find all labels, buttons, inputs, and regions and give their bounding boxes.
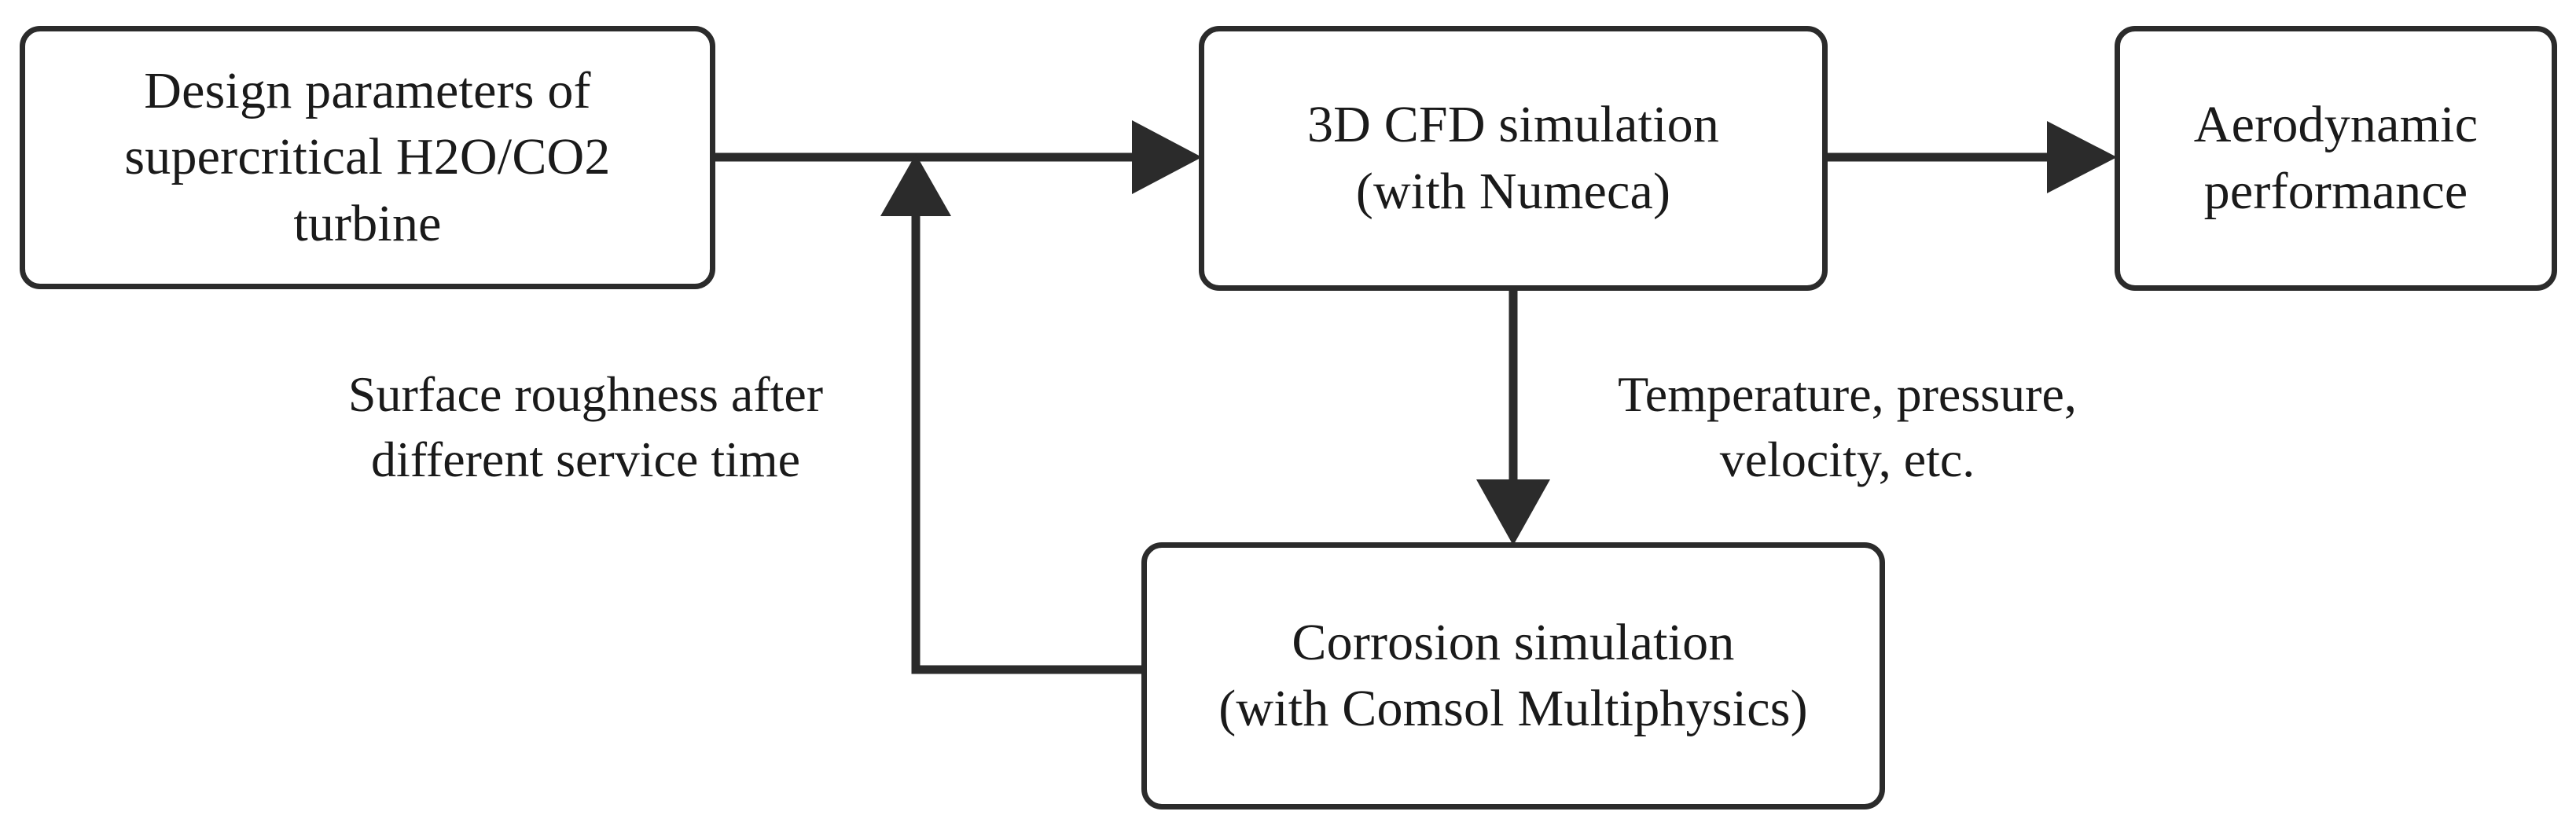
edge-cfd-to-aerodynamic [1828,121,2117,193]
node-cfd-simulation-label: 3D CFD simulation (with Numeca) [1306,96,1720,220]
node-design-parameters-label: Design parameters of supercritical H2O/C… [124,61,611,252]
edge-corrosion-feedback [880,154,1141,674]
node-design-parameters[interactable]: Design parameters of supercritical H2O/C… [20,26,715,289]
edge-cfd-to-corrosion [1476,291,1550,545]
node-aerodynamic-performance-label: Aerodynamic performance [2193,96,2479,220]
node-corrosion-simulation-label: Corrosion simulation (with Comsol Multip… [1218,613,1808,737]
edge-design-to-cfd [715,120,1202,194]
node-cfd-simulation[interactable]: 3D CFD simulation (with Numeca) [1199,26,1828,291]
edge-label-surface-roughness: Surface roughness after different servic… [347,366,824,488]
edge-label-cfd-outputs: Temperature, pressure, velocity, etc. [1618,366,2077,488]
node-aerodynamic-performance[interactable]: Aerodynamic performance [2115,26,2557,291]
node-corrosion-simulation[interactable]: Corrosion simulation (with Comsol Multip… [1141,542,1885,809]
